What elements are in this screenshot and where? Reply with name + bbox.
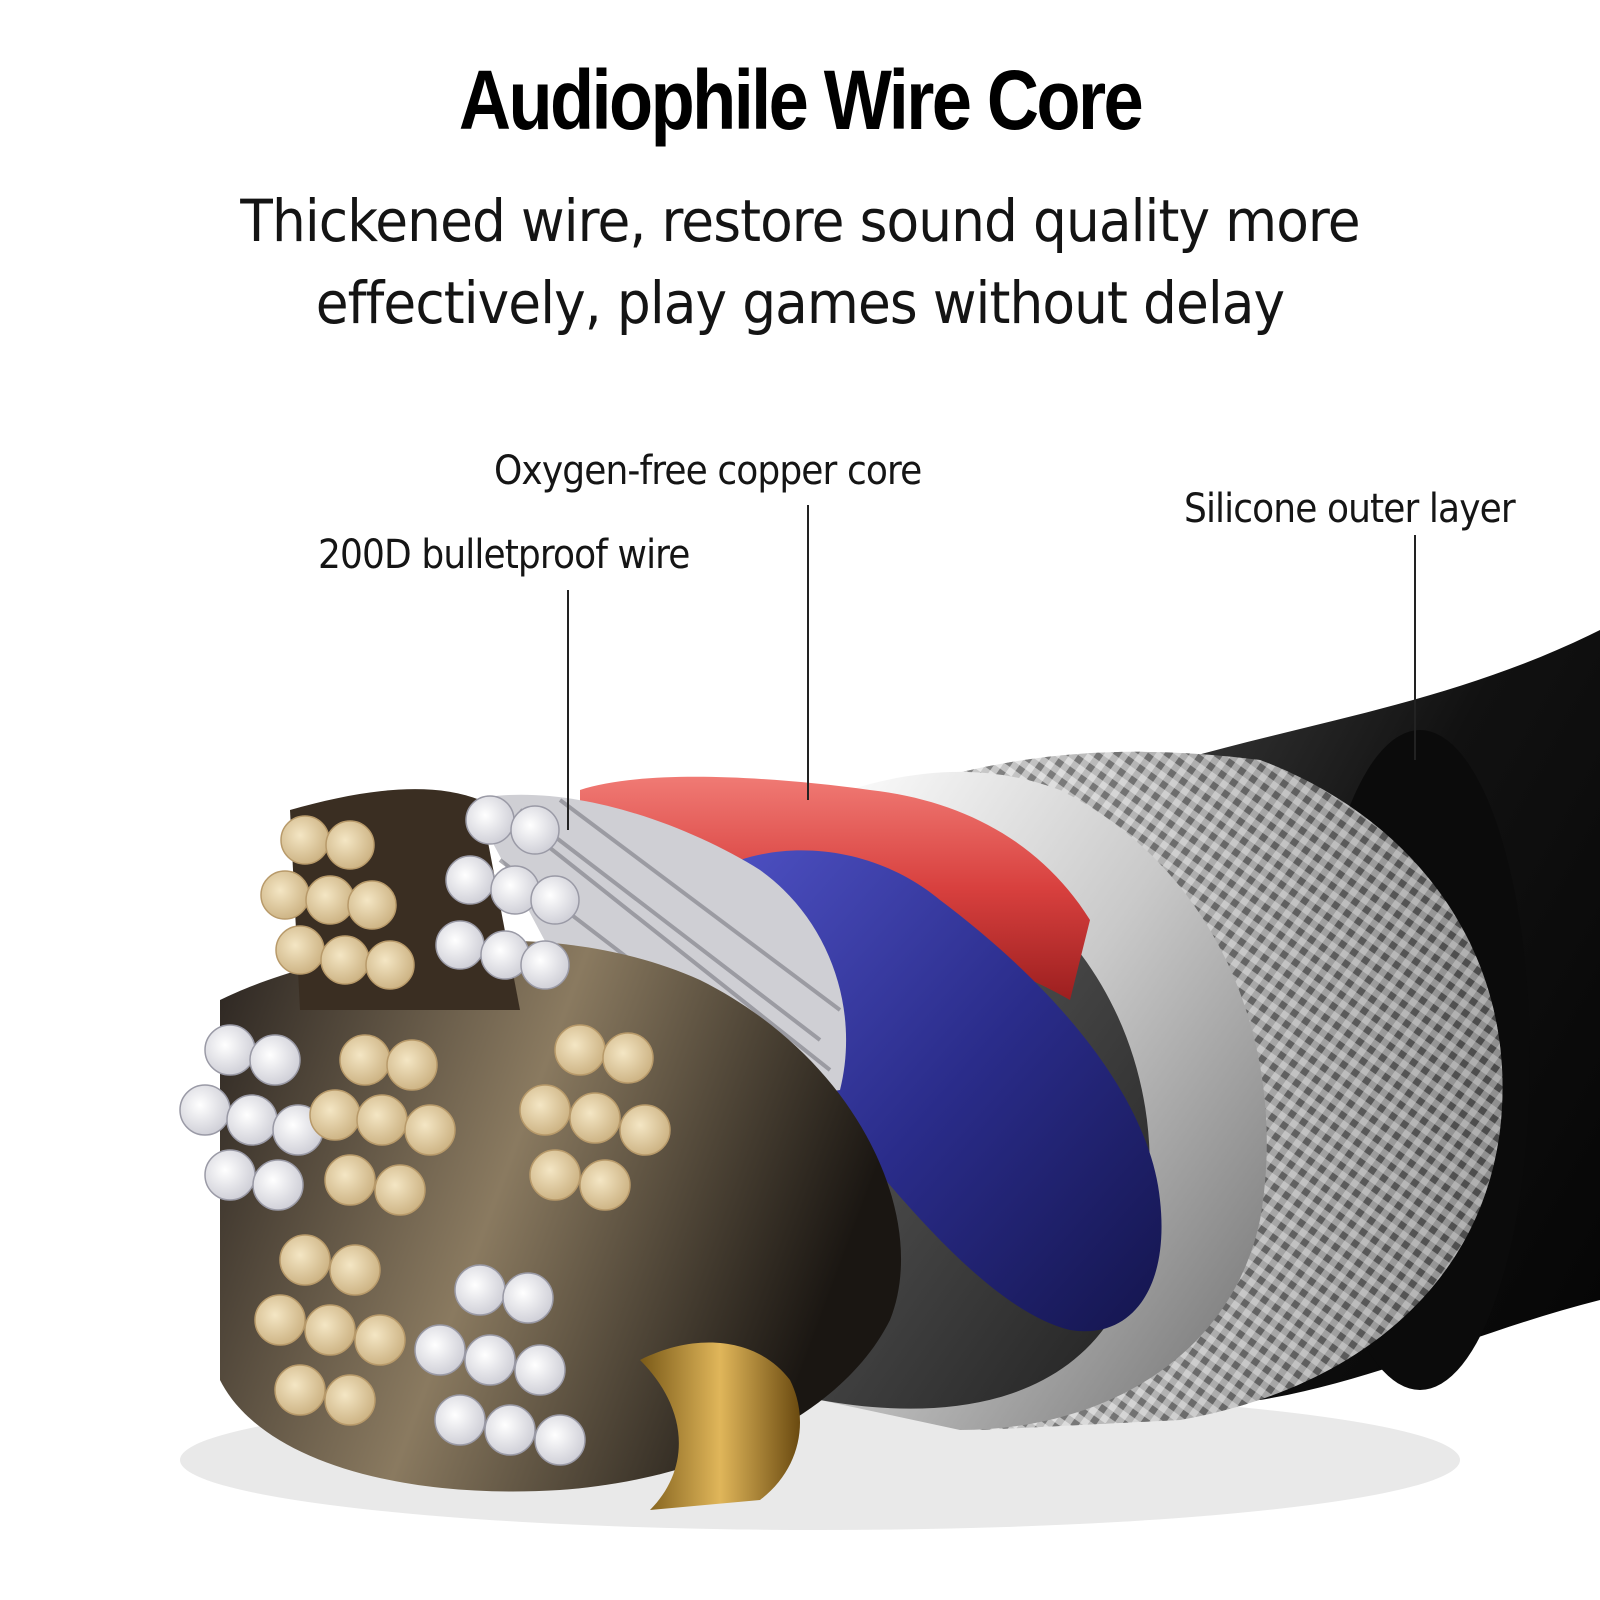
gold-strand-cluster-right [519,1024,671,1211]
gold-binding-band [640,1342,800,1510]
gold-strand-cluster-upper [260,815,415,990]
gold-strand-cluster-lower [254,1234,406,1426]
subtitle: Thickened wire, restore sound quality mo… [64,180,1536,344]
silver-strand-cluster-left [179,1024,324,1211]
copper-core-label: Oxygen-free copper core [494,448,922,494]
bulletproof-wire-label: 200D bulletproof wire [318,532,690,578]
silver-strand-cluster-lower [414,1264,586,1466]
gold-strand-cluster-center [309,1034,456,1216]
page-title: Audiophile Wire Core [458,53,1144,147]
silicone-layer-label: Silicone outer layer [1184,486,1516,532]
subtitle-line-2: effectively, play games without delay [315,269,1285,337]
silver-strand-cluster-upper [435,795,580,990]
blue-insulated-conductor [740,850,1162,1332]
subtitle-line-1: Thickened wire, restore sound quality mo… [240,187,1360,255]
